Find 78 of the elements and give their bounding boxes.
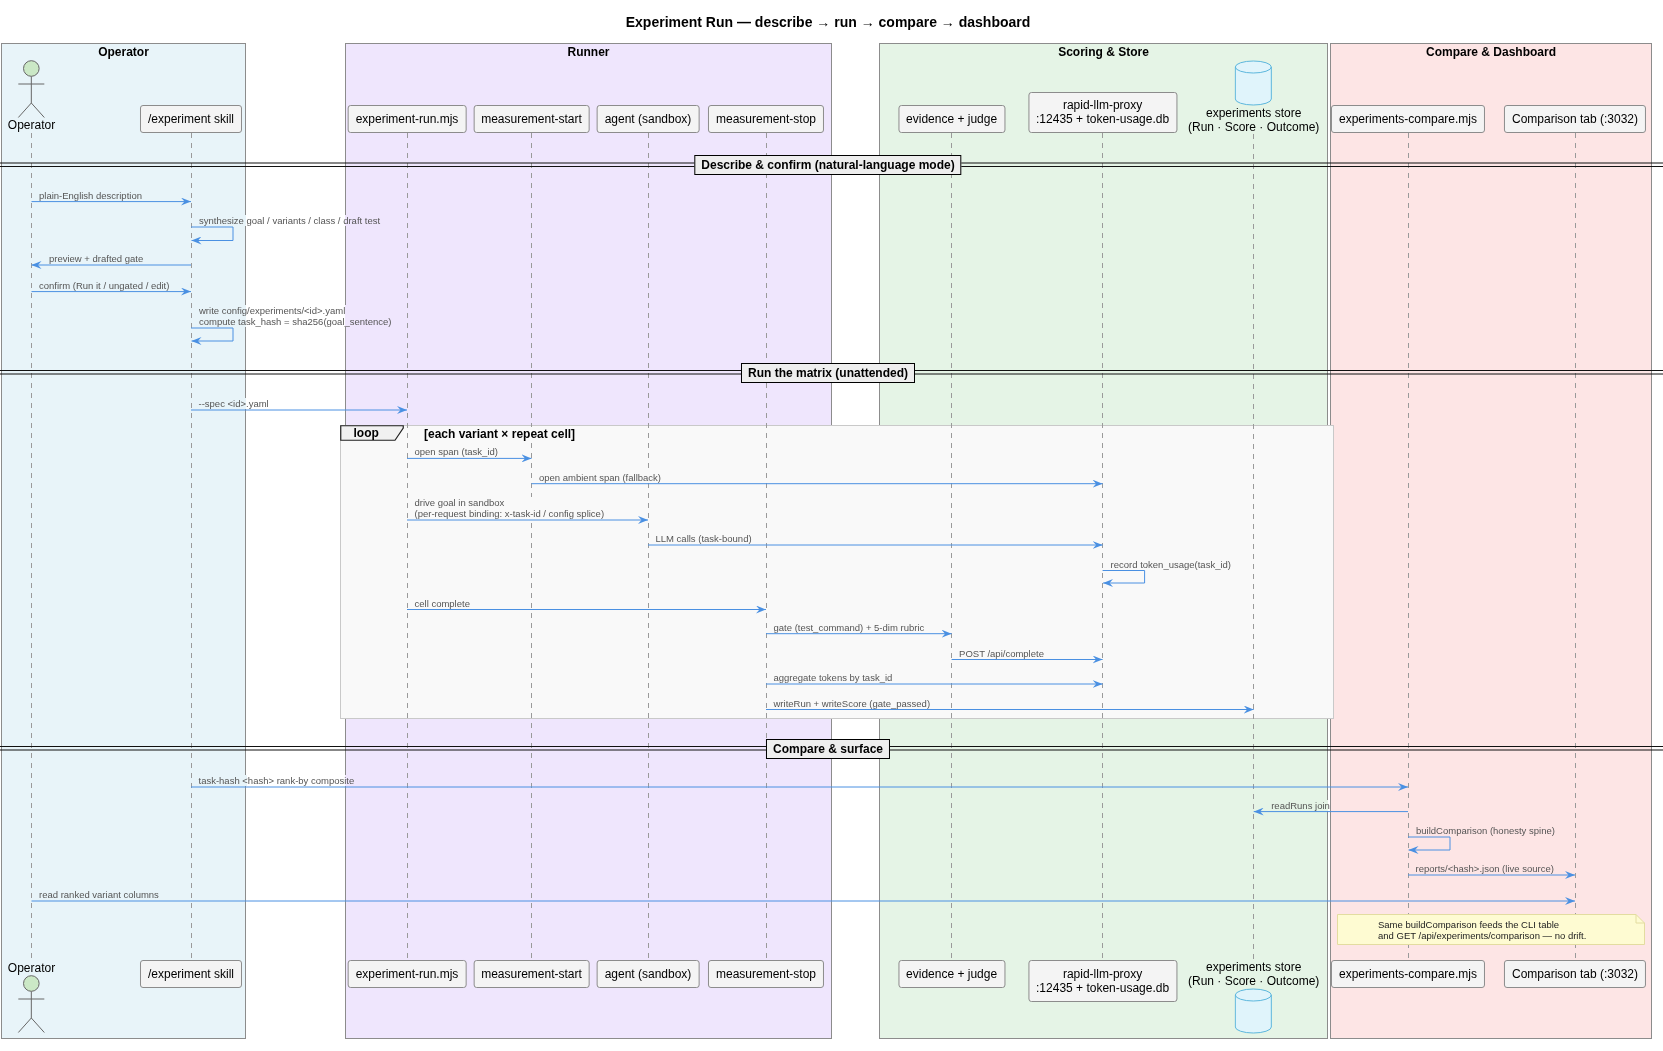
message-label: writeRun + writeScore (gate_passed): [773, 697, 931, 709]
message-arrow: [31, 287, 192, 296]
lifeline: [405, 133, 409, 960]
participant-box: /experiment skill: [140, 105, 242, 133]
self-message-arrow: [1407, 836, 1451, 854]
message-arrow: [951, 655, 1104, 664]
participant-box: rapid-llm-proxy :12435 + token-usage.db: [1028, 960, 1178, 1002]
section-divider-label: Run the matrix (unattended): [741, 362, 915, 383]
message-label: record token_usage(task_id): [1110, 558, 1231, 570]
message-arrow: [765, 629, 953, 638]
message-label: cell complete: [414, 597, 470, 609]
participant-box: experiments-compare.mjs: [1331, 105, 1485, 133]
message-label: open span (task_id): [414, 446, 498, 458]
lifeline: [30, 133, 33, 961]
message-arrow: [190, 783, 1409, 791]
actor-label: Operator: [7, 961, 56, 975]
message-arrow: [765, 705, 1255, 714]
participant-box: rapid-llm-proxy :12435 + token-usage.db: [1028, 91, 1178, 133]
group-title: Operator: [98, 45, 149, 59]
participant-box: /experiment skill: [140, 960, 242, 988]
participant-box: measurement-stop: [708, 960, 824, 988]
message-label: confirm (Run it / ungated / edit): [39, 279, 170, 291]
lifeline: [189, 133, 193, 960]
message-arrow: [31, 897, 1576, 905]
group-title: Compare & Dashboard: [1426, 45, 1556, 59]
message-label: POST /api/complete: [959, 647, 1044, 659]
participant-box: experiment-run.mjs: [347, 105, 467, 133]
loop-guard: [each variant × repeat cell]: [424, 427, 576, 441]
group-title: Scoring & Store: [1058, 45, 1149, 59]
participant-box: Comparison tab (:3032): [1503, 105, 1647, 133]
message-arrow: [31, 197, 192, 206]
message-arrow: [531, 479, 1104, 488]
message-label: readRuns join: [1271, 799, 1330, 811]
message-label: task-hash <hash> rank-by composite: [198, 775, 355, 786]
message-arrow: [1407, 871, 1576, 879]
participant-label: experiments store (Run · Score · Outcome): [1188, 106, 1320, 134]
actor-label: Operator: [7, 118, 56, 132]
message-label: gate (test_command) + 5-dim rubric: [773, 621, 925, 633]
message-arrow: [406, 516, 649, 524]
section-divider-label: Compare & surface: [766, 738, 890, 759]
message-label: reports/<hash>.json (live source): [1415, 863, 1554, 874]
lifeline: [1252, 134, 1256, 960]
sticky-note: Same buildComparison feeds the CLI table and GET /api/experiments/comparison — no drift.: [1337, 914, 1645, 945]
participant-box: experiment-run.mjs: [347, 960, 467, 988]
participant-box: agent (sandbox): [596, 960, 700, 988]
participant-label: experiments store (Run · Score · Outcome): [1188, 960, 1320, 988]
section-divider-label: Describe & confirm (natural-language mode): [694, 155, 962, 175]
lifeline: [1101, 133, 1105, 960]
message-arrow: [1253, 807, 1409, 816]
message-arrow: [647, 541, 1104, 549]
message-label: LLM calls (task-bound): [655, 533, 752, 544]
diagram-title: Experiment Run — describe → run → compare → dashboard: [625, 14, 1031, 30]
message-label: buildComparison (honesty spine): [1416, 825, 1555, 836]
message-arrow: [31, 261, 192, 269]
message-label: open ambient span (fallback): [539, 471, 661, 483]
participant-box: evidence + judge: [898, 960, 1006, 988]
message-label: aggregate tokens by task_id: [773, 672, 893, 683]
message-arrow: [190, 406, 408, 414]
participant-group: [1330, 43, 1652, 1039]
participant-box: agent (sandbox): [596, 105, 700, 133]
participant-box: measurement-start: [473, 960, 590, 988]
message-label: preview + drafted gate: [49, 253, 144, 264]
participant-box: measurement-start: [473, 105, 590, 133]
message-label: plain-English description: [39, 189, 142, 201]
message-label: read ranked variant columns: [39, 889, 159, 900]
participant-box: Comparison tab (:3032): [1503, 960, 1647, 988]
message-arrow: [406, 605, 767, 614]
self-message-arrow: [1102, 570, 1146, 587]
participant-box: experiments-compare.mjs: [1331, 960, 1485, 988]
message-label: drive goal in sandbox (per-request binding: x-task-id / config splice): [414, 497, 605, 519]
participant-box: measurement-stop: [708, 105, 824, 133]
participant-box: evidence + judge: [898, 105, 1006, 133]
message-label: --spec <id>.yaml: [198, 398, 269, 409]
self-message-arrow: [190, 226, 234, 245]
group-title: Runner: [567, 45, 610, 59]
message-arrow: [406, 454, 532, 463]
message-arrow: [765, 680, 1104, 688]
message-label: synthesize goal / variants / class / draft test: [199, 215, 381, 226]
